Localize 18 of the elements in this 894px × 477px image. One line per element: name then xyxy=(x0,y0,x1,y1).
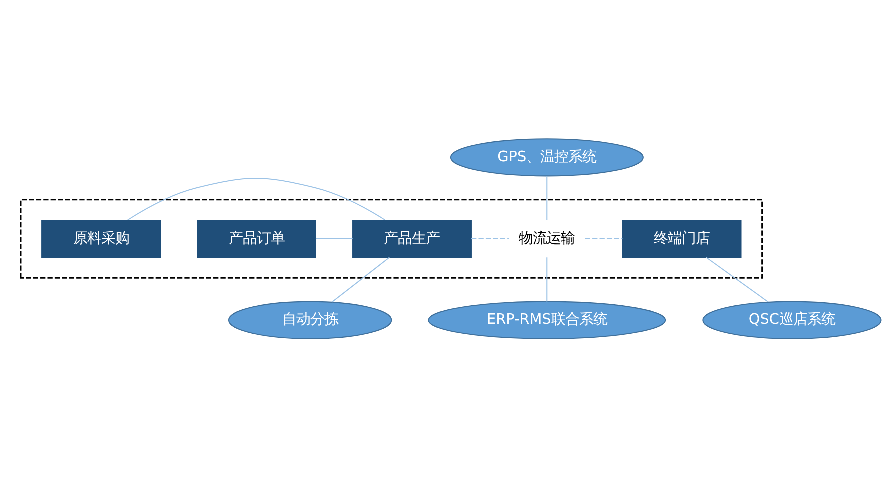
node-box: 终端门店 xyxy=(622,219,742,258)
node-ellipse: GPS、温控系统 xyxy=(450,138,644,176)
node-ellipse: QSC巡店系统 xyxy=(702,300,882,339)
node-box: 产品订单 xyxy=(197,219,316,258)
node-box: 产品生产 xyxy=(352,219,472,258)
connector xyxy=(706,256,769,302)
connector xyxy=(128,178,386,220)
connector xyxy=(546,257,548,302)
node-ellipse: ERP-RMS联合系统 xyxy=(428,300,666,339)
connector xyxy=(472,238,510,240)
node-box: 原料采购 xyxy=(42,219,161,258)
cluster xyxy=(20,198,764,278)
connector xyxy=(546,176,548,220)
connector xyxy=(332,256,390,302)
node-ellipse: 自动分拣 xyxy=(228,300,392,339)
node-text: 物流运输 xyxy=(519,230,576,246)
connector xyxy=(585,238,623,240)
connector xyxy=(316,238,353,240)
